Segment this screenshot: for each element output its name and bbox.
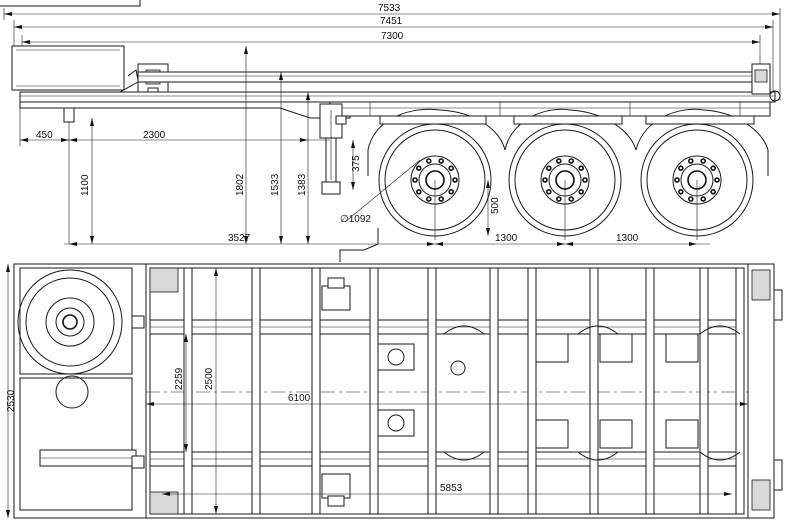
wheel-stud [687, 158, 694, 164]
wheel-stud [568, 196, 575, 202]
cross-member [489, 267, 499, 515]
cross-member [251, 267, 261, 515]
wheel-stud [415, 189, 422, 195]
plan-width-dimension [6, 264, 10, 518]
wheel-stud [555, 158, 562, 164]
cross-member [699, 267, 709, 515]
dim-500: 500 [490, 197, 501, 214]
cross-member [589, 267, 599, 515]
wheel-stud [425, 196, 432, 202]
dim-1383: 1383 [297, 173, 308, 196]
dim-7533: 7533 [378, 3, 401, 14]
dim-axle-spacing-1: 1300 [495, 233, 518, 244]
vertical-dimension-lines [64, 46, 710, 245]
gooseneck-plan [19, 315, 145, 511]
wheel-stud [448, 165, 455, 171]
dim-2259: 2259 [174, 367, 185, 390]
cross-member [527, 267, 537, 515]
wheel-stud [568, 158, 575, 164]
dim-375: 375 [351, 155, 362, 172]
wheel-studs [412, 158, 720, 202]
dim-1100: 1100 [80, 174, 91, 196]
plan-rear-end [747, 263, 783, 519]
cross-members [183, 267, 745, 515]
wheel-stud [412, 177, 418, 183]
wheel-stud [578, 165, 585, 171]
dim-6100: 6100 [288, 393, 311, 404]
overall-dimension-lines [3, 8, 781, 100]
wheel-stud [700, 196, 707, 202]
dim-5853: 5853 [440, 483, 463, 494]
wheel-stud [438, 158, 445, 164]
wheel-stud [542, 177, 548, 183]
cross-member [735, 267, 745, 515]
dim-axle-spacing-2: 1300 [616, 233, 639, 244]
wheel-stud [448, 189, 455, 195]
dim-7451: 7451 [380, 16, 403, 27]
wheel-stud [710, 165, 717, 171]
dim-2530: 2530 [6, 389, 17, 412]
plan-front-locks [149, 267, 179, 515]
cross-member [311, 267, 321, 515]
wheel-stud [555, 196, 562, 202]
cross-member [645, 267, 655, 515]
plan-view: 2530 [6, 263, 783, 519]
wheel-stud [415, 165, 422, 171]
wheel-stud [677, 165, 684, 171]
wheel-stud [710, 189, 717, 195]
landing-gear [319, 103, 347, 195]
dim-3527: 3527 [228, 233, 251, 244]
platform-deck [19, 71, 776, 103]
king-pin [63, 107, 75, 244]
side-view: 7533 7451 7300 [0, 0, 781, 262]
dim-1533: 1533 [270, 173, 281, 196]
horizontal-dimension-lines [19, 108, 698, 246]
suspension-fenders [367, 108, 769, 176]
wheel-stud [452, 177, 458, 183]
spare-wheel [17, 267, 133, 375]
air-hose [339, 228, 379, 262]
wheel-stud [438, 196, 445, 202]
wheel-stud [687, 196, 694, 202]
dim-2500: 2500 [204, 367, 215, 390]
wheel-stud [674, 177, 680, 183]
cross-member [369, 267, 379, 515]
plan-dimension-lines [146, 268, 748, 514]
dim-450: 450 [36, 130, 53, 141]
wheel-stud [425, 158, 432, 164]
wheel-stud [545, 165, 552, 171]
rear-container-lock [751, 63, 781, 102]
wheel-stud [700, 158, 707, 164]
dim-7300: 7300 [381, 31, 404, 42]
plan-air-components [377, 325, 741, 461]
dim-1802: 1802 [235, 173, 246, 196]
platform-frame-plan [145, 263, 749, 519]
gooseneck-front-block [11, 45, 125, 91]
cross-member [427, 267, 437, 515]
cross-member [183, 267, 193, 515]
wheel-stud [714, 177, 720, 183]
dim-2300: 2300 [143, 130, 166, 141]
wheel-stud [677, 189, 684, 195]
dim-wheel-diameter: ∅1092 [340, 214, 371, 225]
wheel-stud [545, 189, 552, 195]
wheel-stud [578, 189, 585, 195]
title-block-edge [0, 0, 141, 7]
wheel-stud [582, 177, 588, 183]
